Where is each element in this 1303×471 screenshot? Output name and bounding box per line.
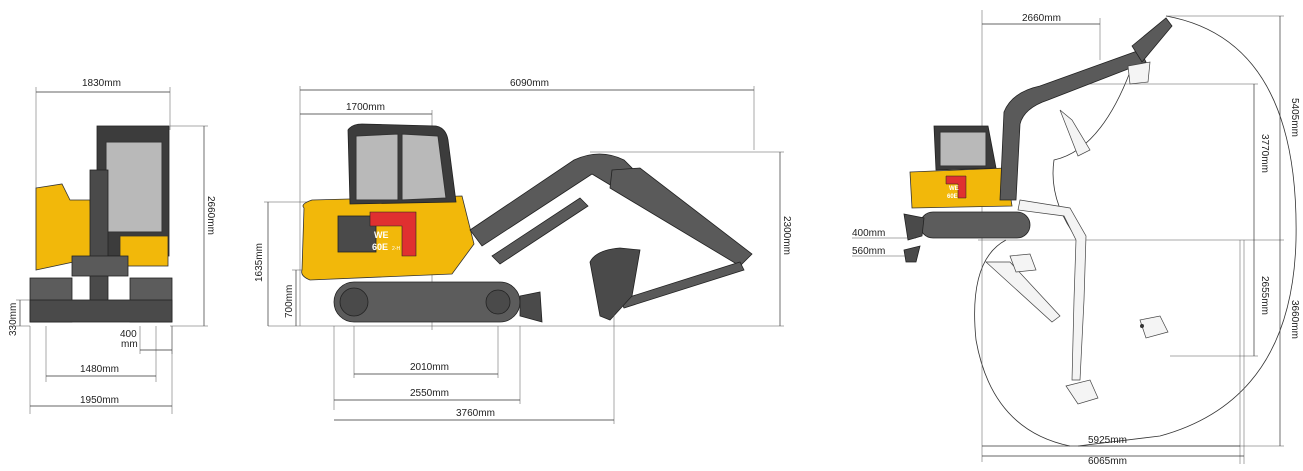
side-boom (469, 153, 641, 247)
range-boom-lowered (1017, 199, 1087, 381)
side-blade (519, 291, 543, 323)
front-blade (29, 299, 173, 323)
range-envelope-lower (974, 239, 1071, 447)
side-track-length-label: 2550mm (410, 388, 449, 399)
side-length-label: 6090mm (510, 78, 549, 89)
side-grille (337, 215, 377, 253)
side-boom-cylinder (491, 197, 589, 265)
side-clearance-label: 700mm (284, 285, 295, 318)
range-bucket-wall (1139, 315, 1169, 339)
front-overall-width-label: 1950mm (80, 395, 119, 406)
range-bucket-dump (1059, 109, 1091, 157)
range-dump-height-label: 3770mm (1259, 134, 1270, 173)
range-badge-line2: 60E (947, 194, 958, 200)
side-decal (369, 211, 417, 257)
front-track-width-label-2: mm (121, 339, 138, 350)
front-gauge-label: 1480mm (80, 364, 119, 375)
side-badge-line1: WE (374, 230, 389, 240)
range-blade-lift-label: 400mm (852, 228, 885, 239)
side-cab-window-front (401, 133, 447, 201)
side-cab-window-rear (355, 133, 399, 201)
range-blade-depth-label: 560mm (852, 246, 885, 257)
side-tail-label: 1700mm (346, 102, 385, 113)
range-reach-ground-label: 5925mm (1088, 435, 1127, 446)
side-badge-suffix: 2-H (392, 246, 400, 252)
side-sprocket (485, 289, 511, 315)
range-dig-height-label: 5405mm (1289, 98, 1300, 137)
front-cab-window (105, 141, 163, 233)
front-blade-height-label: 330mm (8, 303, 19, 336)
range-dig-depth-label: 3660mm (1289, 300, 1300, 339)
side-bucket-link (619, 261, 745, 309)
side-badge-line2: 60E (372, 242, 388, 252)
side-wheelbase-label: 2010mm (410, 362, 449, 373)
front-height-label: 2660mm (205, 196, 216, 235)
range-envelope-outer (1077, 15, 1297, 447)
front-track-width-label-1: 400 (120, 329, 137, 340)
range-bucket-raised (1127, 61, 1151, 85)
range-pivot (1140, 324, 1144, 328)
front-view: 1830mm 2660mm 330mm 400 mm 148 (8, 78, 216, 414)
range-wall-depth-label: 2655mm (1259, 276, 1270, 315)
side-arm (609, 167, 753, 267)
side-idler (339, 287, 369, 317)
range-arm-raised (1131, 17, 1173, 63)
range-badge-line1: WE (949, 186, 959, 192)
side-view: 6090mm 1700mm 2300mm 1635mm 700mm WE 60E… (254, 78, 792, 424)
side-transport-length-label: 3760mm (456, 408, 495, 419)
range-view: 2660mm 5405mm 3770mm 2655mm 3660mm 400mm… (852, 10, 1300, 467)
range-boom-raised (999, 49, 1147, 201)
front-width-label: 1830mm (82, 78, 121, 89)
range-max-reach-label: 6065mm (1088, 456, 1127, 466)
front-swing (71, 255, 129, 277)
range-arm-reach (985, 261, 1061, 323)
range-decal (945, 175, 967, 199)
range-track (919, 211, 1031, 239)
range-blade-lower (903, 245, 921, 263)
side-bucket (589, 247, 641, 321)
side-cw-height-label: 1635mm (254, 243, 265, 282)
range-cab-window (939, 131, 987, 167)
range-blade (903, 213, 925, 241)
range-bucket-reach (1009, 253, 1037, 273)
range-bucket-deep (1065, 379, 1099, 405)
side-height-label: 2300mm (781, 216, 792, 255)
front-boom (89, 169, 109, 321)
range-top-width-label: 2660mm (1022, 13, 1061, 24)
